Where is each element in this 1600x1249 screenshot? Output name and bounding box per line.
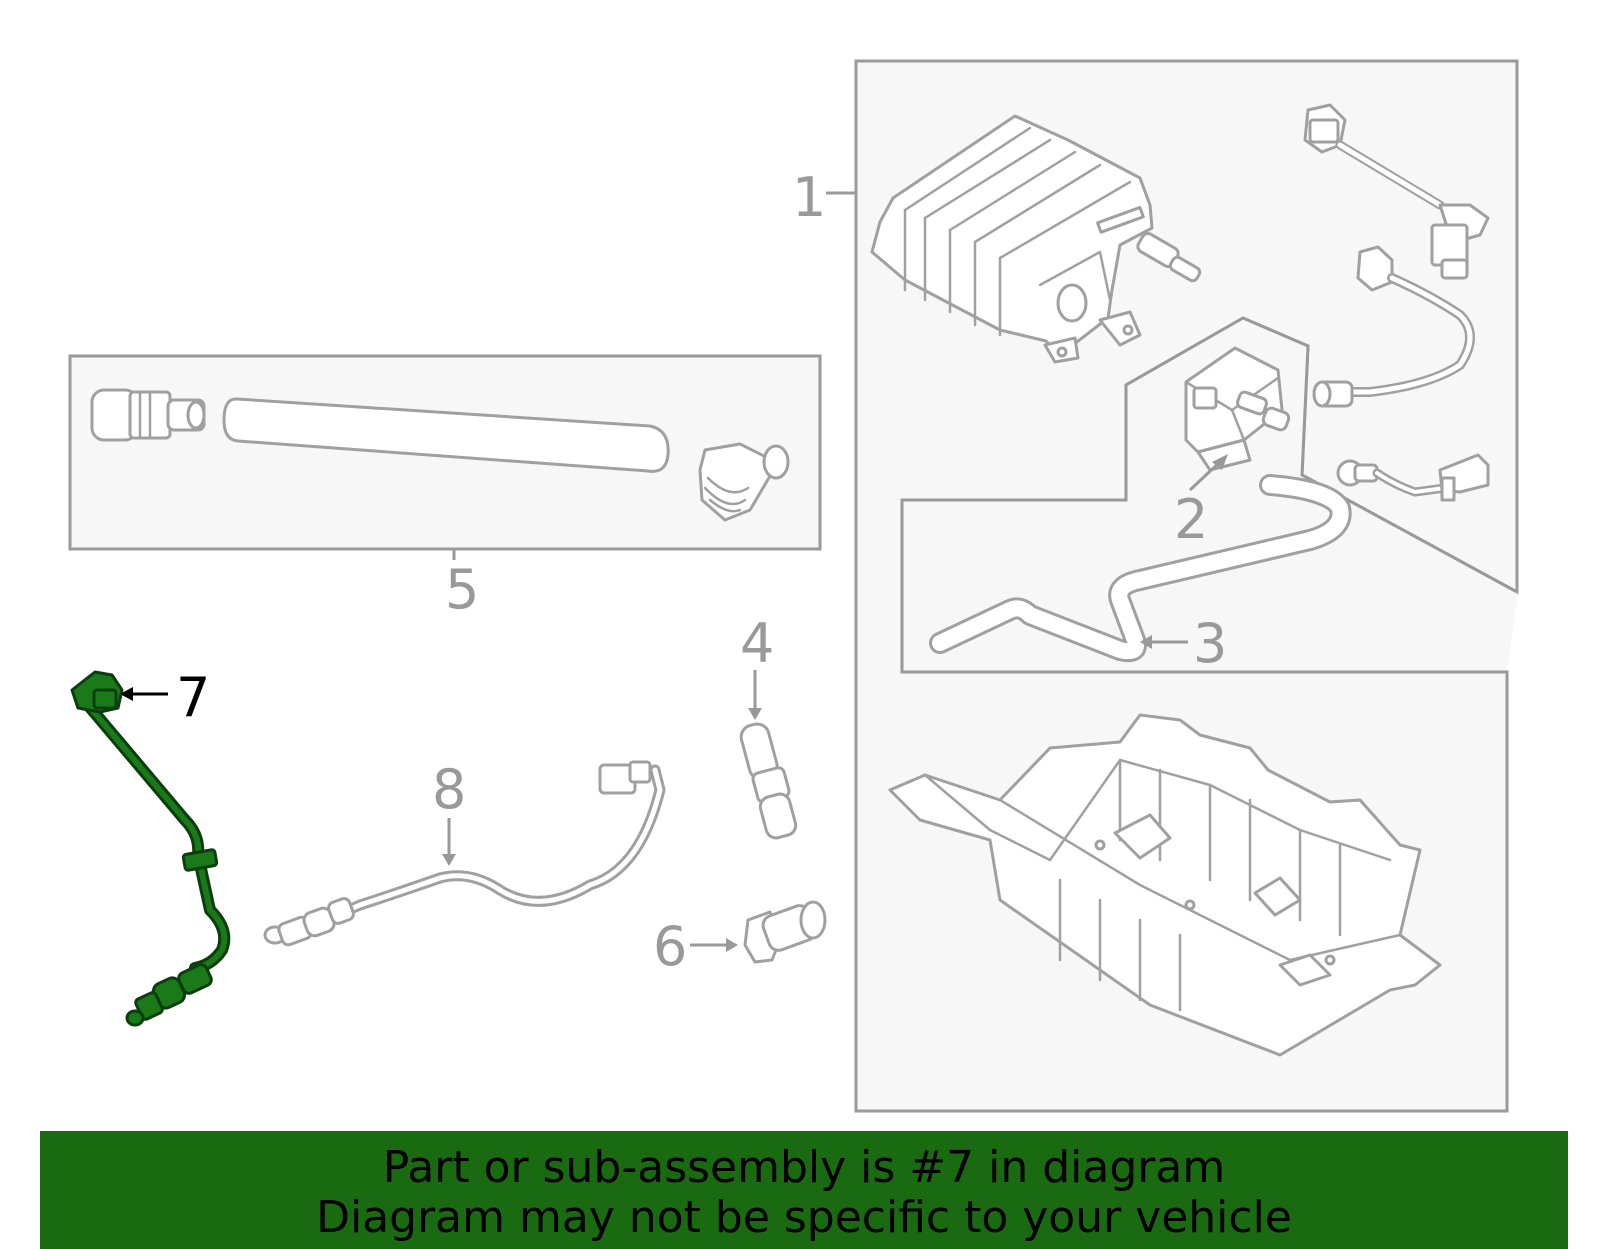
callout-3-leader bbox=[1140, 635, 1188, 649]
part-5-connector-right bbox=[698, 442, 790, 522]
callout-8: 8 bbox=[432, 758, 466, 821]
banner-line-1: Part or sub-assembly is #7 in diagram bbox=[382, 1142, 1226, 1193]
canister-bracket bbox=[888, 713, 1442, 1057]
callout-6: 6 bbox=[653, 915, 687, 978]
part-4-connector bbox=[739, 722, 798, 840]
callout-7-leader bbox=[120, 687, 168, 701]
purge-valve bbox=[1184, 346, 1291, 472]
canister-harness-upper bbox=[1303, 103, 1490, 280]
callout-4: 4 bbox=[740, 612, 774, 675]
callout-4-leader bbox=[748, 670, 762, 720]
callout-1: 1 bbox=[792, 166, 826, 229]
callout-2: 2 bbox=[1174, 488, 1208, 551]
part-6-connector bbox=[743, 900, 827, 964]
banner-line-2: Diagram may not be specific to your vehi… bbox=[316, 1192, 1292, 1243]
callout-3: 3 bbox=[1193, 612, 1227, 675]
part-5-connector-left bbox=[90, 388, 206, 442]
canister-harness-middle bbox=[1312, 245, 1475, 408]
callout-6-leader bbox=[690, 938, 738, 952]
canister-harness-lower bbox=[1336, 453, 1490, 502]
callout-5: 5 bbox=[445, 558, 479, 621]
info-banner: Part or sub-assembly is #7 in diagram Di… bbox=[40, 1131, 1568, 1249]
vapor-hose bbox=[929, 474, 1352, 663]
callout-8-leader bbox=[442, 818, 456, 866]
callout-7[interactable]: 7 bbox=[176, 666, 210, 729]
callout-2-leader bbox=[1188, 454, 1228, 492]
part-7-oxygen-sensor-highlighted[interactable] bbox=[70, 670, 231, 1027]
part-5-hose bbox=[222, 397, 670, 473]
vapor-canister bbox=[870, 114, 1202, 364]
part-8-oxygen-sensor bbox=[263, 760, 666, 947]
